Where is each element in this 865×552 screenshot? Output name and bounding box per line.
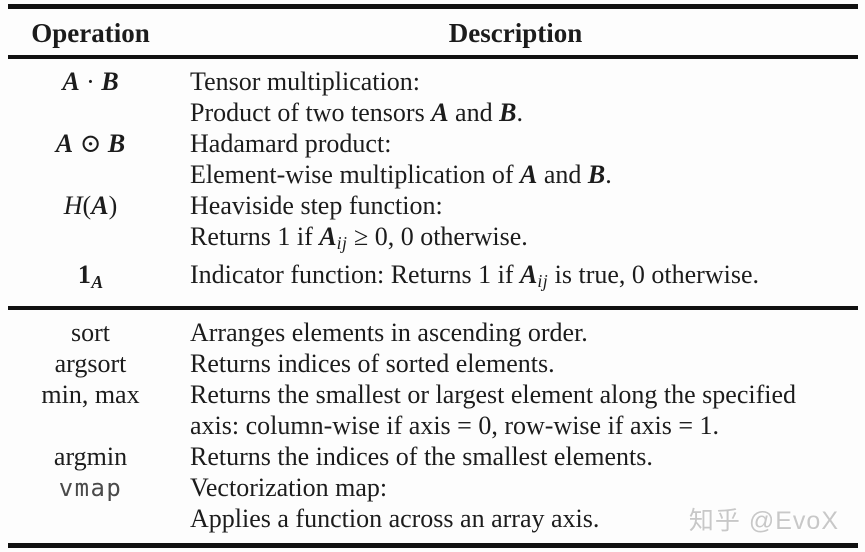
text-segment: Indicator function: Returns 1 if <box>190 260 520 290</box>
text-segment: Product of two tensors <box>190 98 432 127</box>
description-line: Hadamard product: <box>190 128 854 159</box>
text-segment: ) <box>108 191 118 220</box>
table-row: H(A)Heaviside step function:Returns 1 if… <box>8 190 858 259</box>
page: { "table": { "header": { "operation": "O… <box>0 4 865 552</box>
operation-cell: argmin <box>8 441 173 472</box>
description-line: Tensor multiplication: <box>190 66 854 97</box>
text-segment: argsort <box>54 349 127 379</box>
text-segment: B <box>107 129 126 158</box>
column-header-operation: Operation <box>31 18 150 48</box>
description-cell: Hadamard product:Element-wise multiplica… <box>173 128 858 190</box>
text-segment: ( <box>82 191 92 220</box>
text-segment: · <box>79 67 102 96</box>
text-segment: B <box>587 160 606 189</box>
description-line: axis: column-wise if axis = 0, row-wise … <box>190 410 854 441</box>
text-segment: Applies a function across an array axis. <box>190 504 600 534</box>
operation-cell: A ⊙ B <box>8 128 173 159</box>
text-segment: Returns 1 if <box>190 222 320 251</box>
description-cell: Tensor multiplication:Product of two ten… <box>173 66 858 128</box>
description-line: Element-wise multiplication of A and B. <box>190 159 854 190</box>
table-row: sort Arranges elements in ascending order… <box>8 317 858 348</box>
text-segment: argmin <box>53 442 128 472</box>
description-line: Vectorization map: <box>190 472 854 503</box>
table-row: argmin Returns the indices of the smalles… <box>8 441 858 472</box>
table-header-row: Operation Description <box>8 9 858 59</box>
text-segment: A <box>431 98 449 127</box>
description-cell: Heaviside step function:Returns 1 if Aij… <box>173 190 858 259</box>
description-line: Product of two tensors A and B. <box>190 97 854 128</box>
text-segment: Returns the indices of the smallest elem… <box>190 442 653 472</box>
text-segment: A <box>91 191 109 220</box>
text-segment: Arranges elements in ascending order. <box>190 318 588 348</box>
description-line: Arranges elements in ascending order. <box>190 317 854 348</box>
operation-cell: A · B <box>8 66 173 97</box>
text-segment: Returns the smallest or largest element … <box>190 380 797 410</box>
description-line: Heaviside step function: <box>190 190 854 221</box>
operation-cell: 1A <box>8 259 173 298</box>
text-segment: A <box>55 129 74 158</box>
description-cell: Returns indices of sorted elements. <box>173 348 858 379</box>
text-segment: . <box>516 98 523 127</box>
text-segment: B <box>101 67 119 96</box>
description-line: Returns 1 if Aij ≥ 0, 0 otherwise. <box>190 221 854 259</box>
text-segment: ij <box>537 271 549 292</box>
text-segment: Vectorization map: <box>190 473 388 503</box>
description-cell: Returns the indices of the smallest elem… <box>173 441 858 472</box>
text-segment: 1 <box>77 260 92 290</box>
text-segment: H <box>63 191 83 220</box>
text-segment: min, max <box>41 380 140 410</box>
text-segment: ⊙ <box>73 129 108 158</box>
operation-cell: min, max <box>8 379 173 410</box>
column-header-description: Description <box>448 18 583 48</box>
operation-cell: argsort <box>8 348 173 379</box>
text-segment: Tensor multiplication: <box>190 67 420 96</box>
text-segment: A <box>519 260 538 290</box>
operation-cell: vmap <box>8 472 173 504</box>
table-row: min, max Returns the smallest or largest … <box>8 379 858 441</box>
text-segment: ij <box>336 233 348 254</box>
description-cell: Returns the smallest or largest element … <box>173 379 858 441</box>
text-segment: vmap <box>58 474 123 503</box>
text-segment: and <box>537 160 588 189</box>
table-row: vmap Vectorization map:Applies a function… <box>8 472 858 534</box>
text-segment: ≥ 0, 0 otherwise. <box>347 222 528 251</box>
description-line: Indicator function: Returns 1 if Aij is … <box>190 259 854 297</box>
description-cell: Indicator function: Returns 1 if Aij is … <box>173 259 858 297</box>
text-segment: A <box>91 272 104 293</box>
table-row: argsort Returns indices of sorted element… <box>8 348 858 379</box>
table-section-array-functions: sort Arranges elements in ascending order… <box>8 310 858 543</box>
description-line: Applies a function across an array axis. <box>190 503 854 534</box>
text-segment: axis: column-wise if axis = 0, row-wise … <box>190 411 720 441</box>
description-line: Returns indices of sorted elements. <box>190 348 854 379</box>
text-segment: Returns indices of sorted elements. <box>190 349 555 379</box>
text-segment: A <box>62 67 80 96</box>
text-segment: A <box>319 222 337 251</box>
description-cell: Vectorization map:Applies a function acr… <box>173 472 858 534</box>
text-segment: B <box>499 98 517 127</box>
description-line: Returns the indices of the smallest elem… <box>190 441 854 472</box>
watermark: 知乎 @EvoX <box>688 507 839 535</box>
text-segment: Heaviside step function: <box>190 191 443 220</box>
text-segment: . <box>605 160 612 189</box>
text-segment: Hadamard product: <box>190 129 392 158</box>
text-segment: and <box>448 98 500 127</box>
text-segment: sort <box>71 318 110 348</box>
description-cell: Arranges elements in ascending order. <box>173 317 858 348</box>
text-segment: Element-wise multiplication of <box>190 160 520 189</box>
operation-cell: sort <box>8 317 173 348</box>
description-line: Returns the smallest or largest element … <box>190 379 854 410</box>
text-segment: is true, 0 otherwise. <box>548 260 759 290</box>
text-segment: A <box>519 160 538 189</box>
operation-cell: H(A) <box>8 190 173 221</box>
